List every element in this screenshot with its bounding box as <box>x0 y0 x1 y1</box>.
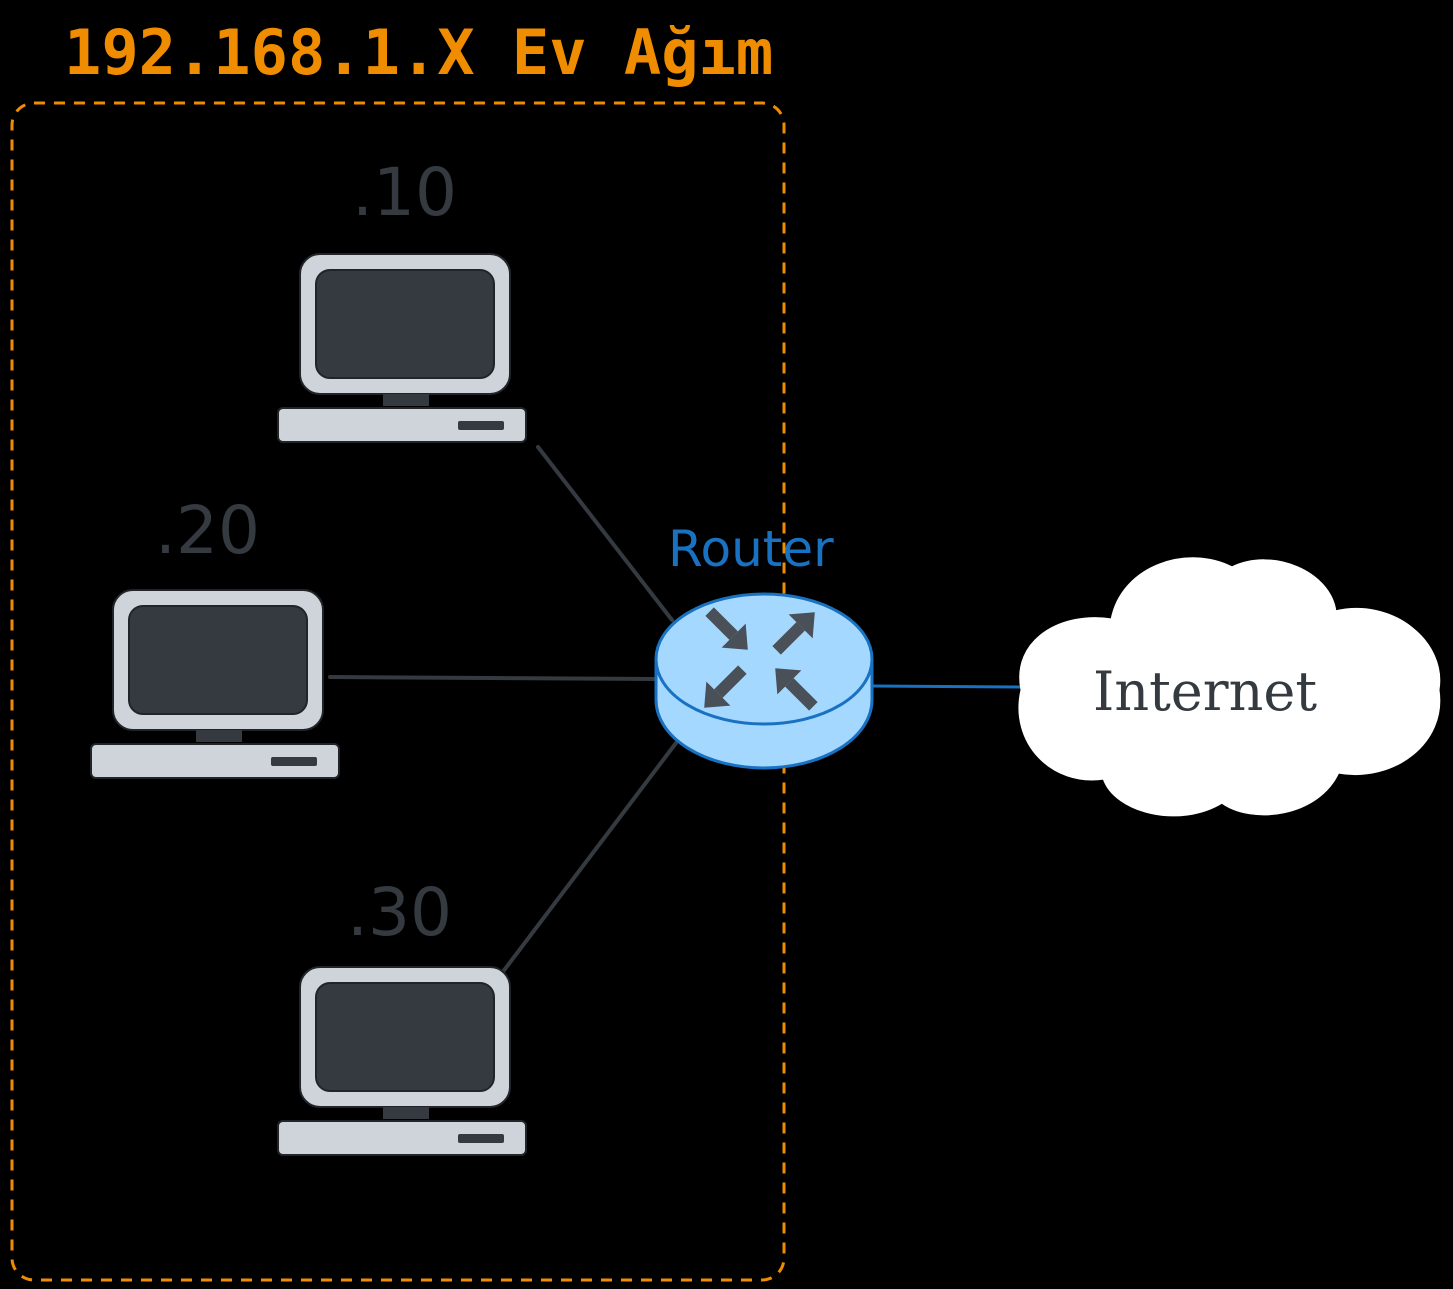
link-host-20 <box>328 675 657 681</box>
computer-host-30: .30 <box>277 874 527 1156</box>
computer-host-20: .20 <box>90 492 340 779</box>
network-title: 192.168.1.X Ev Ağım <box>64 16 773 89</box>
link-internet <box>870 684 1022 689</box>
router-arrows-icon <box>704 607 818 711</box>
host-label-30: .30 <box>347 874 452 951</box>
internet-label: Internet <box>1093 660 1317 723</box>
router: Router <box>654 520 874 770</box>
computer-host-10: .10 <box>277 154 527 443</box>
link-host-30 <box>500 741 678 975</box>
host-label-20: .20 <box>155 492 260 569</box>
computer-icon <box>277 966 527 1156</box>
link-host-10 <box>536 445 674 622</box>
host-label-10: .10 <box>352 154 457 231</box>
lan-links <box>328 445 678 975</box>
cloud-icon <box>1018 557 1441 817</box>
computer-icon <box>90 589 340 779</box>
computer-icon <box>277 253 527 443</box>
internet-cloud: Internet <box>1018 557 1441 817</box>
router-label: Router <box>668 520 834 578</box>
